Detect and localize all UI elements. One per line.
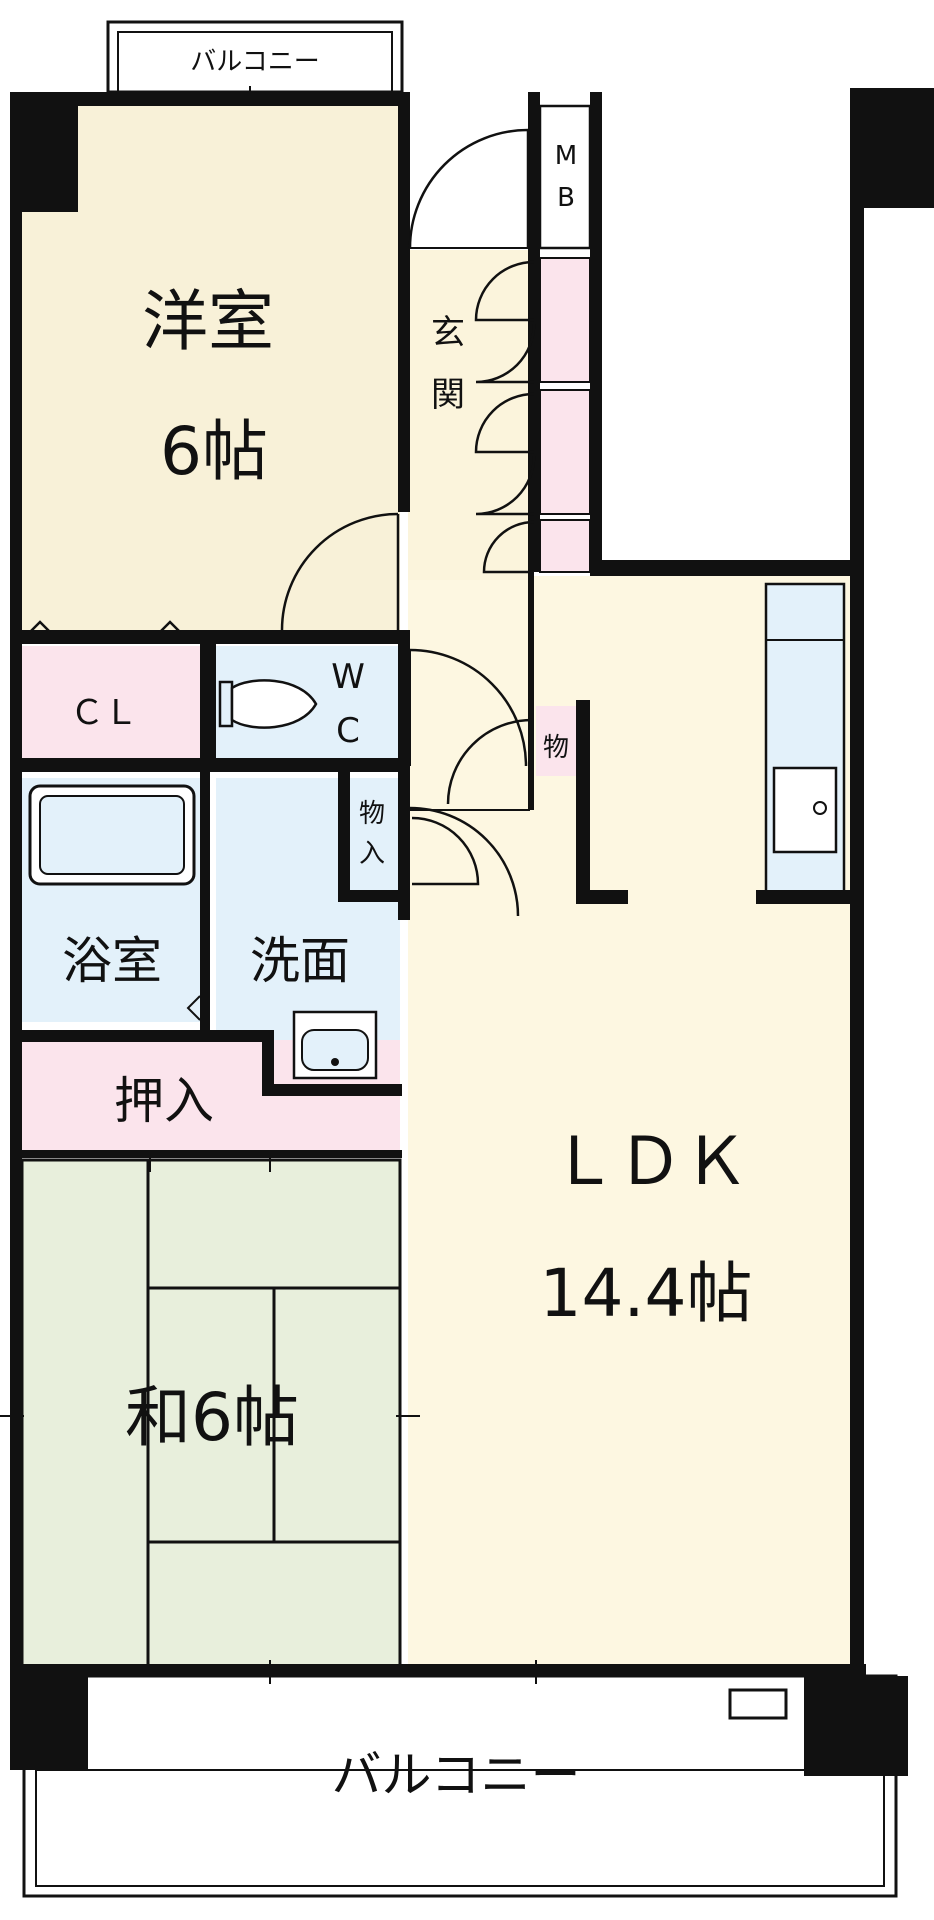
western-room <box>22 104 400 634</box>
ldk-label: ＬＤＫ <box>551 1123 749 1200</box>
wc-label-c: C <box>336 711 360 751</box>
entrance-label-1: 玄 <box>431 313 465 353</box>
room-fills <box>22 104 850 1670</box>
closet <box>22 646 200 758</box>
toilet-icon <box>218 679 318 729</box>
storage-mono-iri-label-2: 入 <box>359 839 385 869</box>
shoe-cabinet-2 <box>539 389 591 515</box>
storage-mono-iri-label-1: 物 <box>359 799 385 829</box>
meter-box-label-m: M <box>555 141 577 171</box>
wc-label-w: W <box>331 657 365 697</box>
wash-basin-icon <box>292 1010 378 1080</box>
balcony-bottom: バルコニー <box>10 1670 908 1898</box>
western-room-size: 6帖 <box>160 413 268 490</box>
storage-mono-label: 物 <box>543 733 569 763</box>
shoe-cabinet-3 <box>539 519 591 573</box>
fixtures <box>28 679 838 1080</box>
entrance-hall <box>408 250 532 580</box>
doors <box>22 128 536 917</box>
meter-box-label-b: B <box>557 183 575 213</box>
washroom-label: 洗面 <box>250 932 350 990</box>
japanese-room-label: 和6帖 <box>125 1379 299 1456</box>
entrance-label-2: 関 <box>431 375 465 415</box>
oshiire-label: 押入 <box>114 1072 214 1130</box>
storage-mono <box>536 706 576 776</box>
balcony-top: バルコニー <box>106 20 404 112</box>
dimension-ticks <box>0 1150 537 1684</box>
japanese-room <box>22 1160 400 1670</box>
balcony-top-label: バルコニー <box>190 47 319 77</box>
closet-label: ＣＬ <box>70 693 138 733</box>
western-room-name: 洋室 <box>142 283 274 360</box>
kitchen-sink-icon <box>772 766 838 854</box>
shoe-cabinet-1 <box>539 257 591 383</box>
balcony-bottom-label: バルコニー <box>332 1746 581 1804</box>
room-labels: 洋室 6帖 ＣＬ W C 玄 関 M B 物 物 入 浴室 洗面 押入 和6帖 … <box>62 141 752 1456</box>
bathtub-icon <box>28 784 196 886</box>
bathroom-label: 浴室 <box>62 932 162 990</box>
meter-box <box>538 104 592 250</box>
ldk-size: 14.4帖 <box>540 1255 753 1332</box>
